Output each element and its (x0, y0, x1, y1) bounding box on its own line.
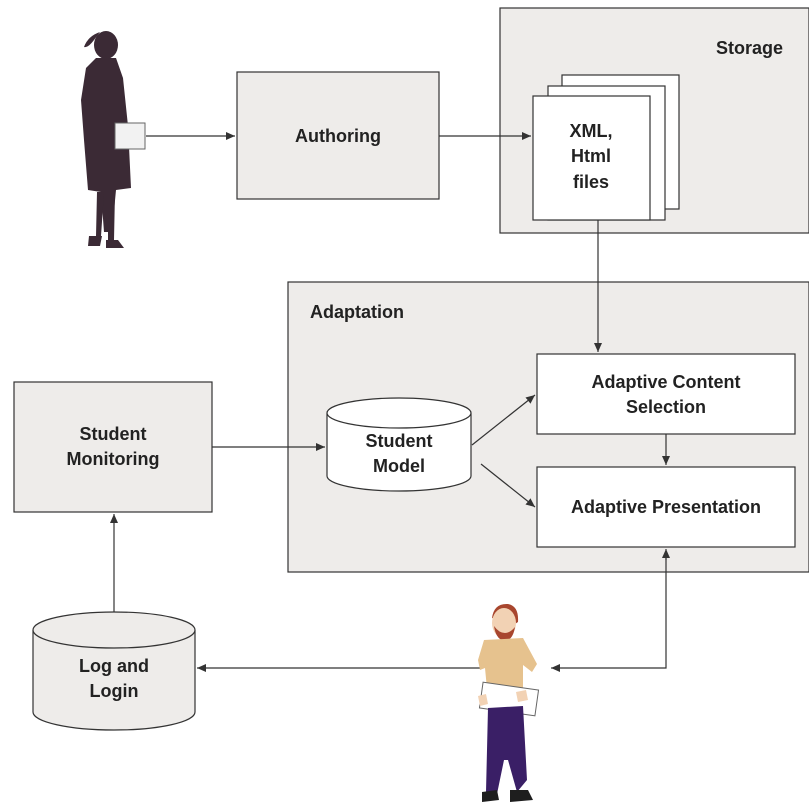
adaptive-content-line1: Adaptive Content (591, 372, 740, 392)
teacher-book (114, 122, 146, 150)
arrow-model-to-content-selection (471, 394, 536, 446)
adaptive-presentation-label: Adaptive Presentation (571, 497, 761, 517)
student-shirt (478, 638, 537, 689)
student-monitoring-box (13, 381, 213, 513)
student-monitoring-line1: Student (80, 424, 147, 444)
arrow-model-to-presentation (480, 463, 536, 508)
adaptive-content-box (536, 353, 796, 435)
student-beard (494, 626, 515, 641)
connector-student-presentation-path (553, 551, 667, 669)
log-login-node: Log and Login (32, 611, 196, 731)
student-shoes (482, 790, 533, 802)
student-figure (478, 603, 540, 802)
xml-html-files: XML, Html files (532, 74, 680, 221)
student-model-node: Student Model (326, 397, 472, 492)
authoring-box (236, 71, 440, 200)
log-login-cylinder-top (32, 611, 196, 649)
teacher-head (94, 31, 118, 59)
log-login-cylinder-body (32, 630, 196, 731)
teacher-figure (81, 31, 146, 248)
files-label-line2: Html (571, 146, 611, 166)
connectors (110, 132, 670, 672)
authoring-label: Authoring (295, 126, 381, 146)
adaptive-presentation-box (536, 466, 796, 548)
log-login-line1: Log and (79, 656, 149, 676)
log-login-line2: Login (90, 681, 139, 701)
adaptive-content-line2: Selection (626, 397, 706, 417)
files-label-line3: files (573, 172, 609, 192)
teacher-body (81, 58, 131, 232)
student-monitoring-node: Student Monitoring (13, 381, 213, 513)
student-hands (478, 690, 528, 706)
authoring-node: Authoring (236, 71, 440, 200)
student-model-cylinder-top (326, 397, 472, 429)
student-model-cylinder-body (326, 413, 472, 492)
teacher-shoes (88, 236, 124, 248)
teacher-hair (84, 32, 100, 48)
student-model-line2: Model (373, 456, 425, 476)
adaptive-presentation-node: Adaptive Presentation (536, 466, 796, 548)
file-page-front (532, 95, 651, 221)
storage-label: Storage (716, 38, 783, 58)
files-label-line1: XML, (570, 121, 613, 141)
student-pants (486, 706, 527, 794)
adaptive-content-selection-node: Adaptive Content Selection (536, 353, 796, 435)
student-monitoring-line2: Monitoring (67, 449, 160, 469)
teacher-legs (96, 192, 115, 240)
adaptation-label: Adaptation (310, 302, 404, 322)
student-model-line1: Student (366, 431, 433, 451)
